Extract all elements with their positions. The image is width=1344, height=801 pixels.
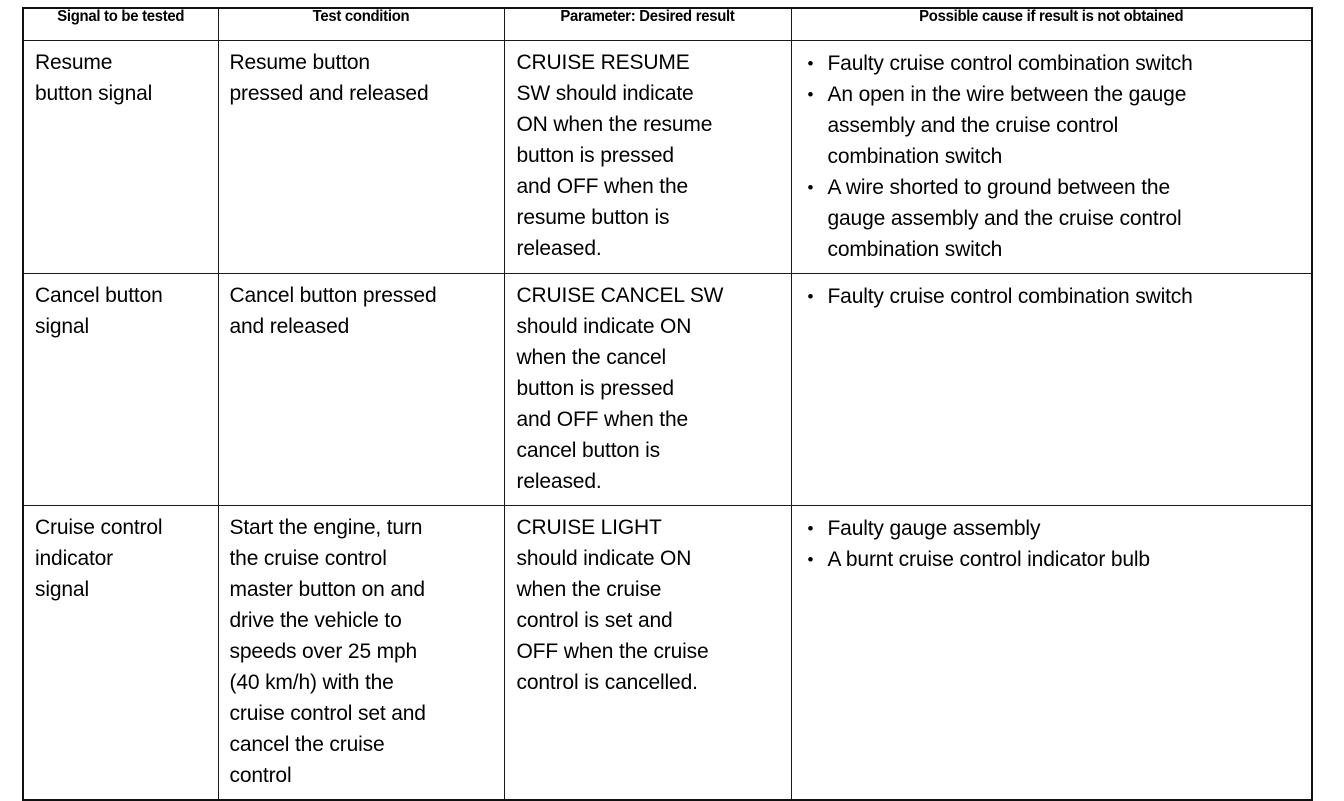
scanned-page: Signal to be tested Test condition Param… bbox=[0, 0, 1344, 752]
list-item: An open in the wire between the gauge as… bbox=[806, 79, 1302, 172]
cell-parameter-text: CRUISE CANCEL SW should indicate ON when… bbox=[516, 284, 724, 493]
cell-test-condition: Cancel button pressed and released bbox=[217, 273, 504, 506]
cell-parameter: CRUISE LIGHT should indicate ON when the… bbox=[503, 505, 791, 800]
column-header-parameter-label: Parameter: Desired result bbox=[560, 8, 735, 25]
possible-cause-list: Faulty cruise control combination switch… bbox=[792, 41, 1312, 273]
list-item: A burnt cruise control indicator bulb bbox=[806, 544, 1302, 575]
cell-signal: Cruise control indicator signal bbox=[23, 505, 218, 800]
cell-parameter-text: CRUISE RESUME SW should indicate ON when… bbox=[516, 51, 713, 260]
cell-signal: Resume button signal bbox=[23, 40, 218, 274]
list-item: Faulty gauge assembly bbox=[806, 513, 1302, 544]
table-header-row: Signal to be tested Test condition Param… bbox=[23, 8, 1312, 41]
cell-possible-cause: Faulty cruise control combination switch… bbox=[790, 40, 1312, 274]
column-header-signal-label: Signal to be tested bbox=[57, 8, 185, 25]
column-header-parameter: Parameter: Desired result bbox=[513, 8, 781, 41]
column-header-possible-cause: Possible cause if result is not obtained bbox=[808, 8, 1294, 41]
cell-test-condition-text: Resume button pressed and released bbox=[229, 51, 429, 105]
column-header-test-condition: Test condition bbox=[227, 8, 494, 41]
cell-test-condition-text: Cancel button pressed and released bbox=[229, 284, 437, 338]
cell-parameter: CRUISE RESUME SW should indicate ON when… bbox=[503, 40, 791, 274]
list-item: Faulty cruise control combination switch bbox=[806, 48, 1302, 79]
cell-signal: Cancel button signal bbox=[23, 273, 218, 506]
cell-test-condition: Start the engine, turn the cruise contro… bbox=[217, 505, 504, 800]
diagnostic-table: Signal to be tested Test condition Param… bbox=[22, 7, 1313, 801]
cell-test-condition: Resume button pressed and released bbox=[217, 40, 504, 274]
table-row: Cancel button signal Cancel button press… bbox=[23, 273, 1312, 506]
column-header-test-condition-label: Test condition bbox=[312, 8, 410, 25]
cell-parameter: CRUISE CANCEL SW should indicate ON when… bbox=[503, 273, 791, 506]
cell-signal-text: Resume button signal bbox=[35, 51, 153, 105]
cell-test-condition-text: Start the engine, turn the cruise contro… bbox=[229, 516, 426, 787]
column-header-possible-cause-label: Possible cause if result is not obtained bbox=[919, 8, 1184, 25]
cell-signal-text: Cruise control indicator signal bbox=[35, 516, 163, 601]
cell-parameter-text: CRUISE LIGHT should indicate ON when the… bbox=[516, 516, 709, 694]
cell-possible-cause: Faulty cruise control combination switch bbox=[790, 273, 1312, 506]
possible-cause-list: Faulty cruise control combination switch bbox=[792, 274, 1312, 320]
list-item: A wire shorted to ground between the gau… bbox=[806, 172, 1302, 265]
possible-cause-list: Faulty gauge assembly A burnt cruise con… bbox=[792, 506, 1312, 583]
table-row: Cruise control indicator signal Start th… bbox=[23, 505, 1312, 800]
column-header-signal: Signal to be tested bbox=[29, 8, 212, 41]
list-item: Faulty cruise control combination switch bbox=[806, 281, 1302, 312]
cell-signal-text: Cancel button signal bbox=[35, 284, 163, 338]
cell-possible-cause: Faulty gauge assembly A burnt cruise con… bbox=[790, 505, 1312, 800]
table-row: Resume button signal Resume button press… bbox=[23, 40, 1312, 274]
